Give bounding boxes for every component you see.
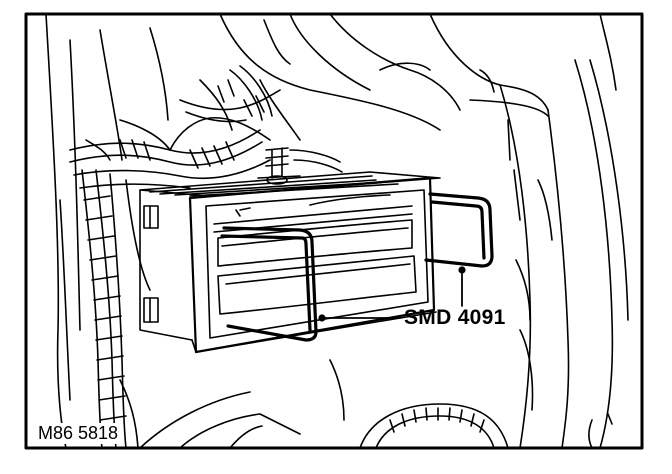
tool-callout-label: SMD 4091 xyxy=(404,306,506,329)
callout-dot xyxy=(458,266,466,274)
right-trim-panel xyxy=(429,13,629,449)
module-housing xyxy=(139,171,441,354)
callout-leaders xyxy=(323,269,463,319)
left-pillar xyxy=(45,13,169,449)
wiring-harness xyxy=(59,65,343,449)
callout-dot xyxy=(318,314,326,322)
figure-reference: M86 5818 xyxy=(36,423,121,444)
removal-tool xyxy=(220,192,494,342)
lower-components xyxy=(119,359,613,449)
upper-trim xyxy=(219,13,461,131)
figure-border xyxy=(24,12,644,450)
